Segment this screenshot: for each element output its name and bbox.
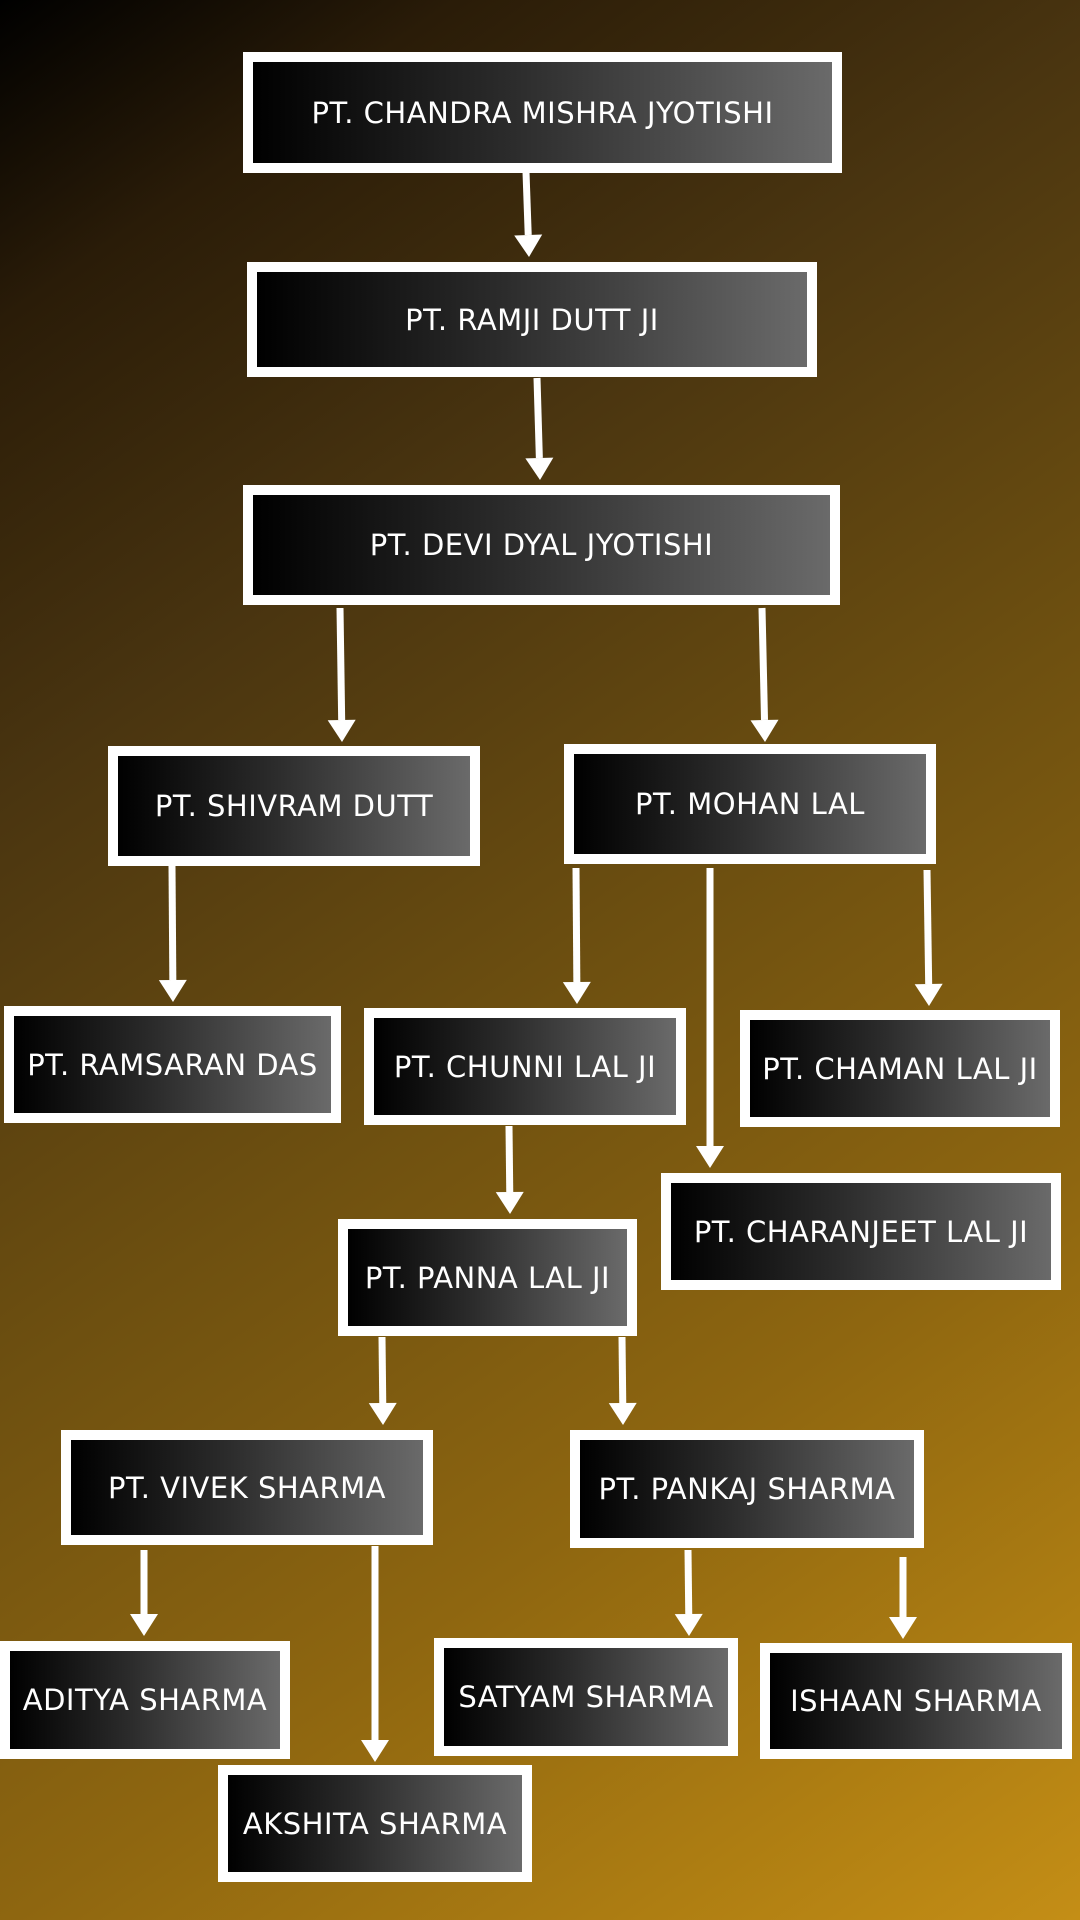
node-chandra-mishra-jyotishi: PT. CHANDRA MISHRA JYOTISHI [243,52,842,173]
arrow-head [750,719,779,742]
arrow-head [158,979,187,1002]
arrow-head [525,457,554,480]
arrow-devi-to-mohan [750,607,779,742]
arrow-ramji-to-devi [525,377,554,480]
arrow-pankaj-to-satyam [674,1549,703,1636]
node-ramji-dutt: PT. RAMJI DUTT JI [247,262,817,377]
node-panna-lal: PT. PANNA LAL JI [338,1219,637,1336]
node-akshita-sharma: AKSHITA SHARMA [218,1765,532,1882]
arrow-shaft [336,607,346,721]
arrow-shaft [758,607,769,721]
node-mohan-lal: PT. MOHAN LAL [564,744,936,864]
node-devi-dyal-jyotishi: PT. DEVI DYAL JYOTISHI [243,485,840,605]
arrow-head [914,983,943,1006]
node-shivram-dutt: PT. SHIVRAM DUTT [108,746,480,866]
arrow-shaft [505,1125,514,1193]
arrow-head [495,1191,524,1214]
arrow-shaft [618,1336,627,1404]
arrow-head [361,1740,389,1762]
arrow-shaft [533,377,543,459]
arrow-head [368,1402,397,1425]
arrow-head [889,1617,917,1639]
node-satyam-sharma: SATYAM SHARMA [434,1638,738,1756]
arrow-devi-to-shivram [327,607,356,742]
arrow-shaft [522,171,532,236]
node-ramsaran-das: PT. RAMSARAN DAS [4,1006,341,1123]
arrow-panna-to-vivek [368,1336,397,1425]
arrow-shaft [684,1549,693,1615]
arrow-shaft [168,865,177,981]
arrow-head [130,1614,158,1636]
node-vivek-sharma: PT. VIVEK SHARMA [61,1430,433,1545]
arrow-head [608,1402,637,1425]
arrow-shaft [378,1336,387,1404]
arrow-chunni-to-panna [495,1125,524,1214]
arrow-chandra-to-ramji [514,171,543,257]
arrow-head [514,234,543,257]
arrow-mohan-to-chaman [914,869,943,1006]
arrow-mohan-to-charanjeet [696,868,724,1168]
arrow-pankaj-to-ishaan [889,1557,917,1639]
arrow-head [696,1146,724,1168]
arrow-shaft [572,867,581,983]
node-aditya-sharma: ADITYA SHARMA [0,1641,290,1759]
node-ishaan-sharma: ISHAAN SHARMA [760,1643,1072,1759]
arrow-head [562,981,591,1004]
node-charanjeet-lal: PT. CHARANJEET LAL JI [661,1173,1061,1290]
arrow-shivram-to-ramsaran [158,865,187,1002]
arrow-vivek-to-aditya [130,1550,158,1636]
arrow-head [327,719,356,742]
arrow-mohan-to-chunni [562,867,591,1004]
arrow-head [674,1613,703,1636]
node-chaman-lal: PT. CHAMAN LAL JI [740,1010,1060,1127]
node-pankaj-sharma: PT. PANKAJ SHARMA [570,1430,924,1548]
arrow-panna-to-pankaj [608,1336,637,1425]
arrow-vivek-to-akshita [361,1546,389,1762]
arrow-shaft [923,869,933,985]
node-chunni-lal: PT. CHUNNI LAL JI [364,1008,686,1125]
